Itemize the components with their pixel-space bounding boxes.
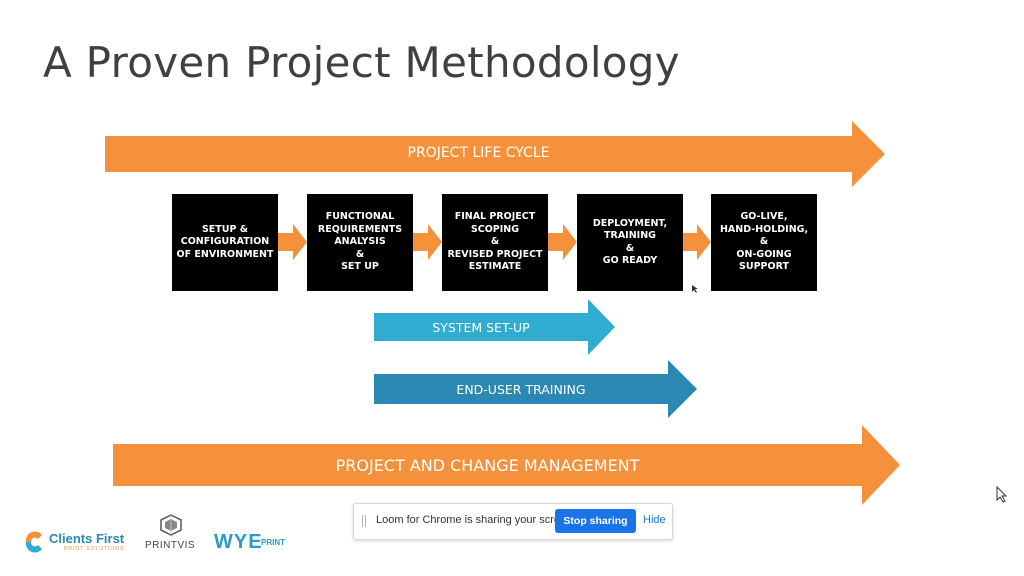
clients-first-logo: Clients First PRINT SOLUTIONS <box>24 529 124 555</box>
end-user-training-arrow <box>374 360 697 418</box>
wye-print-suffix: PRINT <box>261 538 285 547</box>
step-box-final-scoping: FINAL PROJECT SCOPING & REVISED PROJECT … <box>442 194 548 291</box>
step-connector-arrow <box>548 224 577 260</box>
step-connector-arrow <box>278 224 307 260</box>
life-cycle-arrow <box>105 121 885 187</box>
system-setup-arrow <box>374 299 615 355</box>
change-management-arrow <box>113 425 900 505</box>
mouse-pointer-icon <box>996 486 1008 503</box>
loom-sharing-bar: Loom for Chrome is sharing your screen. … <box>353 503 673 540</box>
step-box-go-live: GO-LIVE, HAND-HOLDING, & ON-GOING SUPPOR… <box>711 194 817 291</box>
step-box-functional-requirements: FUNCTIONAL REQUIREMENTS ANALYSIS & SET U… <box>307 194 413 291</box>
drag-grip-icon[interactable] <box>362 515 368 527</box>
small-cursor-icon <box>692 285 698 293</box>
clients-first-mark-icon <box>25 531 42 553</box>
life-cycle-label: PROJECT LIFE CYCLE <box>407 145 550 161</box>
step-connector-arrow <box>683 224 711 260</box>
end-user-training-label: END-USER TRAINING <box>456 382 586 397</box>
wye-wordmark: WYE <box>214 531 263 553</box>
printvis-logo: PRINTVIS <box>140 514 200 554</box>
slide-title: A Proven Project Methodology <box>43 38 680 87</box>
step-connector-arrow <box>413 224 442 260</box>
clients-first-tagline: PRINT SOLUTIONS <box>64 546 125 552</box>
system-setup-label: SYSTEM SET-UP <box>432 320 530 335</box>
step-box-setup: SETUP & CONFIGURATION OF ENVIRONMENT <box>172 194 278 291</box>
clients-first-wordmark: Clients First <box>49 531 125 546</box>
stop-sharing-button[interactable]: Stop sharing <box>555 509 636 533</box>
change-management-label: PROJECT AND CHANGE MANAGEMENT <box>335 456 640 475</box>
printvis-mark-icon <box>160 514 182 536</box>
wye-print-logo: WYE PRINT <box>214 531 294 555</box>
printvis-wordmark: PRINTVIS <box>144 540 196 551</box>
hide-link[interactable]: Hide <box>643 514 666 526</box>
step-box-deployment: DEPLOYMENT, TRAINING & GO READY <box>577 194 683 291</box>
loom-sharing-message: Loom for Chrome is sharing your screen. <box>376 514 576 526</box>
